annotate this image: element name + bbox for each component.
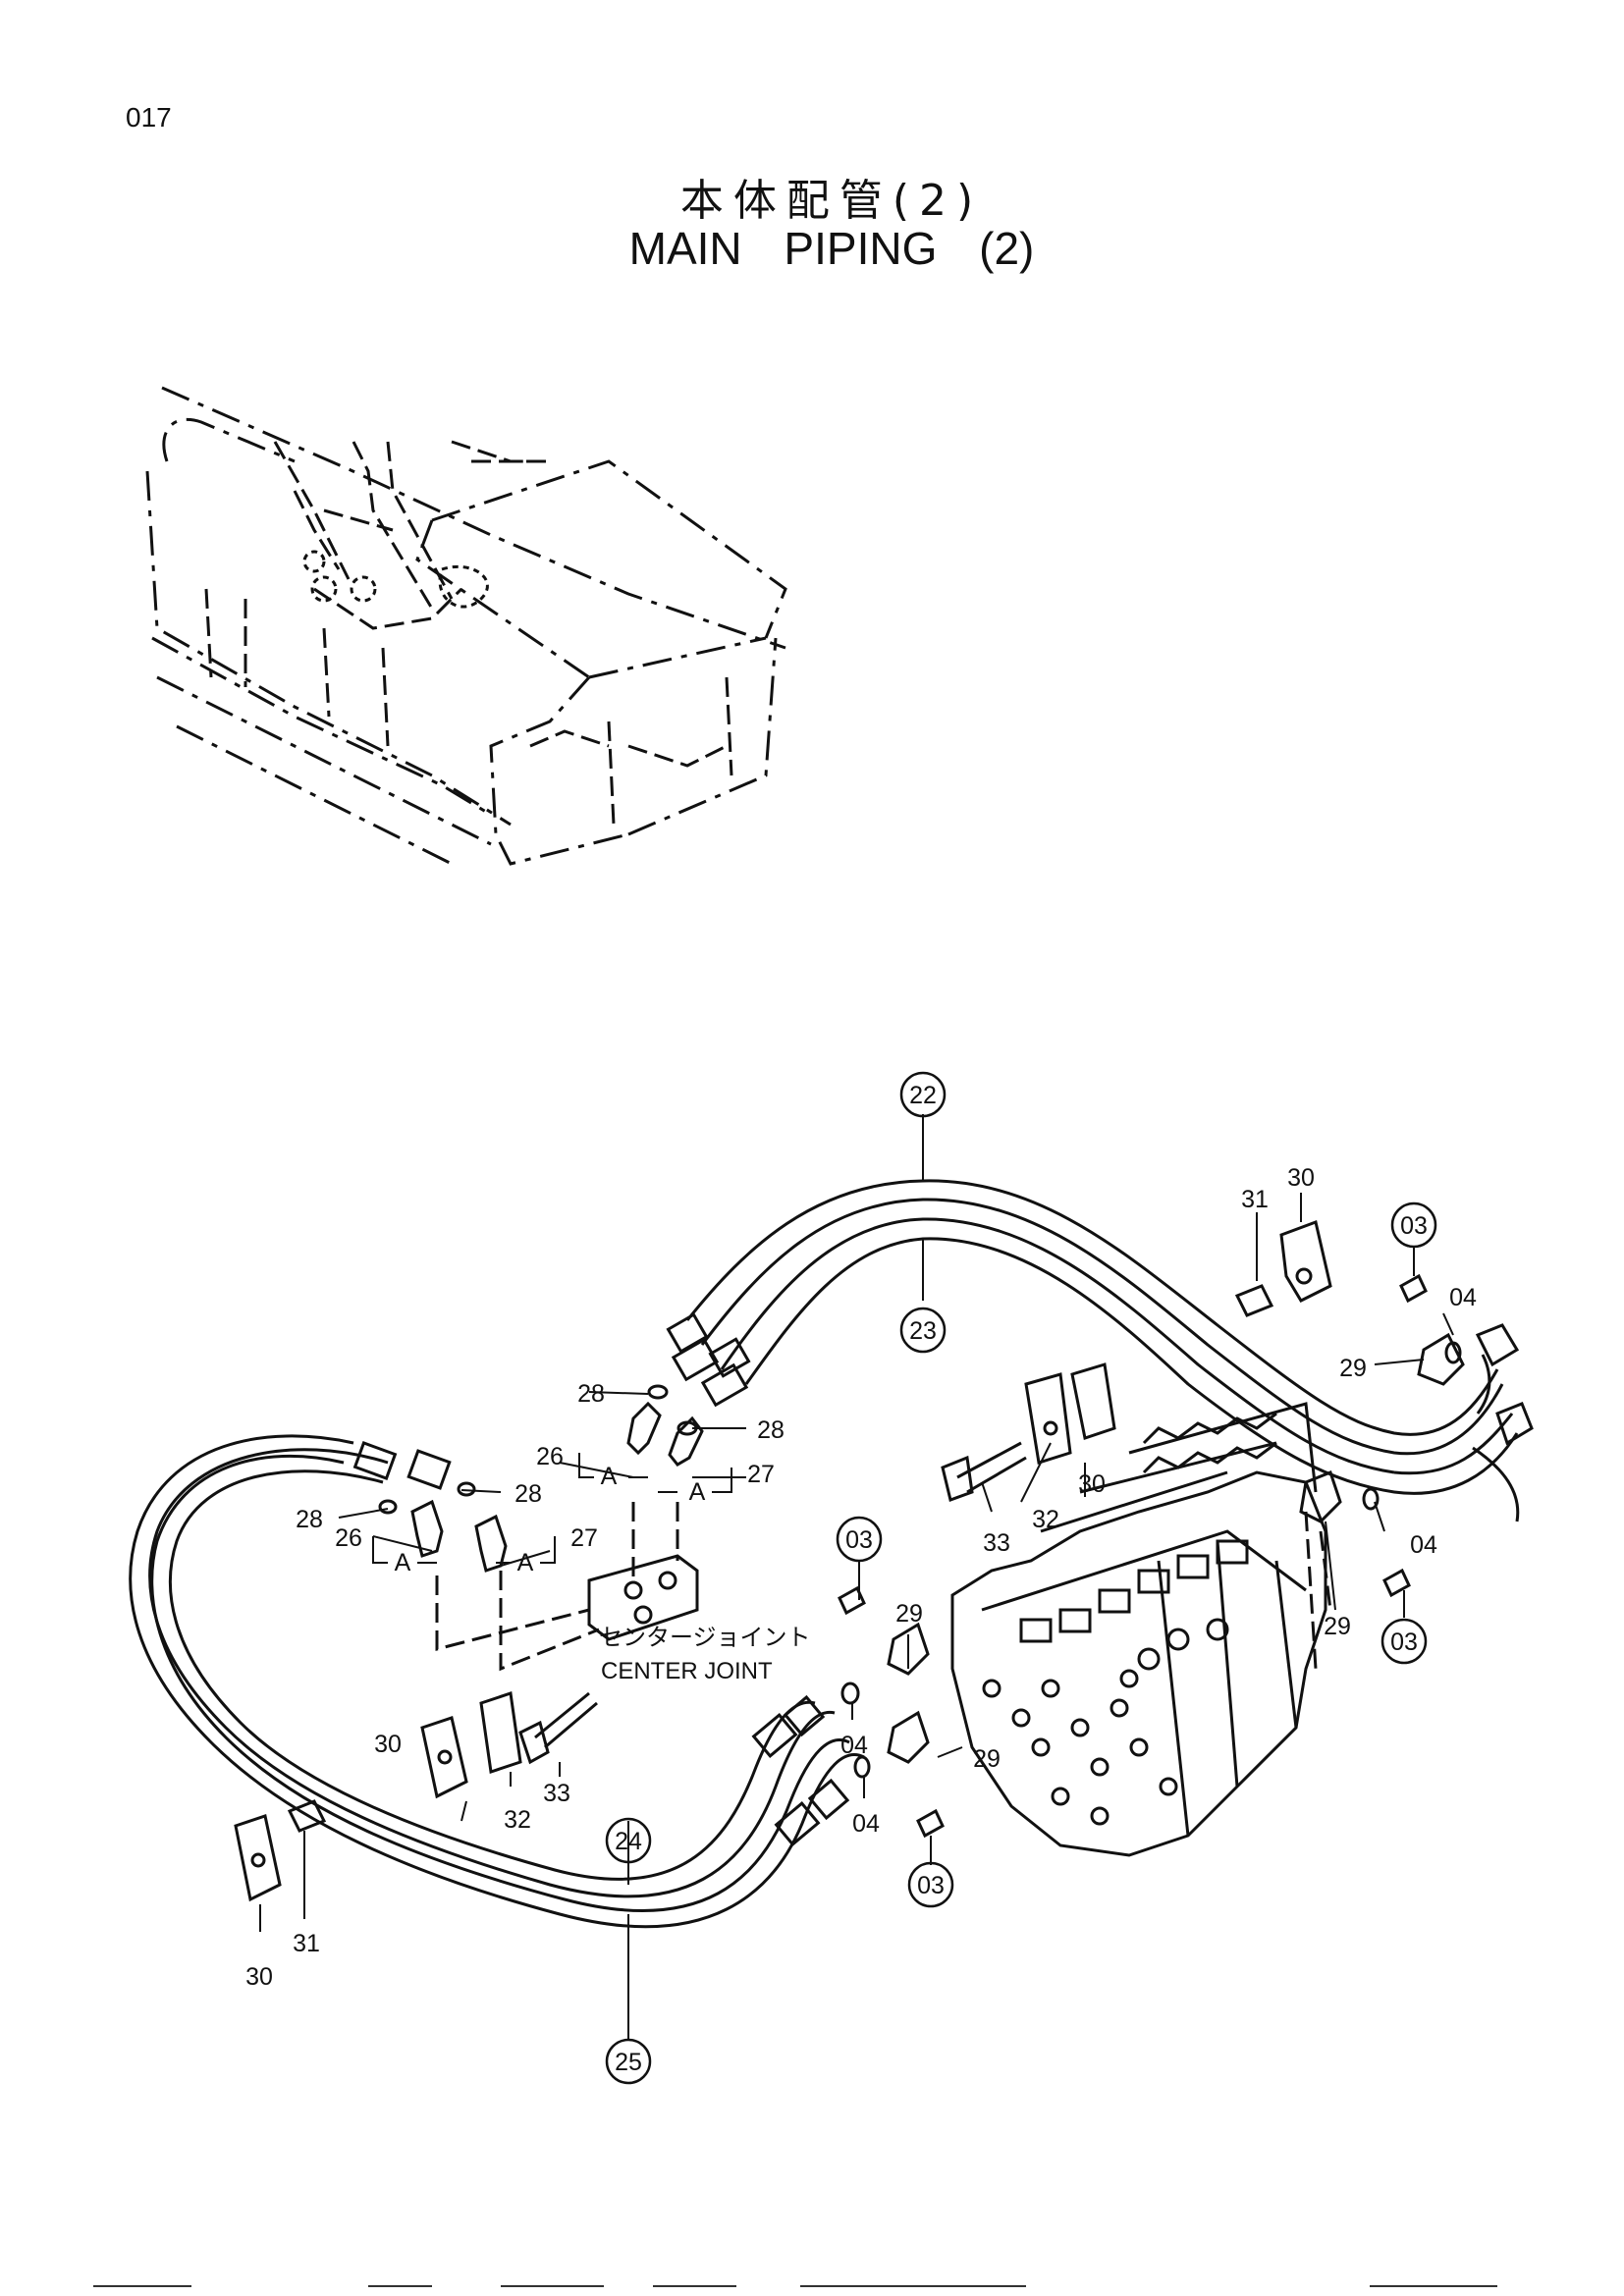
label-29-upper: 29 xyxy=(1339,1355,1367,1382)
label-04-lower: 04 xyxy=(852,1810,880,1838)
callout-03-right: 03 xyxy=(1390,1629,1418,1656)
view-a-label-3: A xyxy=(395,1549,411,1576)
hose-pair-22-23 xyxy=(685,1179,1520,1522)
label-29-right: 29 xyxy=(1324,1613,1351,1640)
label-30-mid: 30 xyxy=(1078,1470,1106,1498)
flanges-bolts-orings xyxy=(838,1273,1465,1839)
label-26-a: 26 xyxy=(536,1443,564,1470)
title-japanese: 本体配管(2) xyxy=(679,176,984,226)
view-a-label-4: A xyxy=(517,1549,534,1576)
lower-hose-fittings xyxy=(352,1441,850,1846)
footer-rule xyxy=(368,2285,432,2287)
label-31-lower: 31 xyxy=(293,1930,320,1957)
label-04-left: 04 xyxy=(840,1732,868,1759)
footer-rule xyxy=(653,2285,736,2287)
callout-03-left: 03 xyxy=(845,1526,873,1554)
center-joint-label-jp: センタージョイント xyxy=(599,1625,811,1651)
view-a-label-2: A xyxy=(689,1478,706,1506)
label-28-c: 28 xyxy=(514,1480,542,1508)
label-31-upper: 31 xyxy=(1241,1186,1269,1213)
label-04-right: 04 xyxy=(1410,1531,1437,1559)
label-33-upper: 33 xyxy=(983,1529,1010,1557)
center-joint-label-en: CENTER JOINT xyxy=(601,1658,773,1684)
label-30-lower-mid: 30 xyxy=(374,1731,402,1758)
label-29-left: 29 xyxy=(895,1600,923,1628)
callout-23: 23 xyxy=(909,1317,937,1345)
title-english: MAIN PIPING (2) xyxy=(628,223,1035,274)
footer-rule xyxy=(800,2285,1026,2287)
center-joint-part xyxy=(435,1502,699,1672)
view-a-markers xyxy=(372,1453,732,1564)
label-27-b: 27 xyxy=(570,1524,598,1552)
leader-lines xyxy=(259,1114,1454,2040)
label-30-upper: 30 xyxy=(1287,1164,1315,1192)
label-28-b: 28 xyxy=(757,1416,785,1444)
upper-hose-fittings xyxy=(666,1312,1534,1446)
callout-22: 22 xyxy=(909,1082,937,1109)
label-27-a: 27 xyxy=(747,1461,775,1488)
label-26-b: 26 xyxy=(335,1524,362,1552)
circled-callouts xyxy=(605,1071,1437,2085)
page-number: 017 xyxy=(126,102,172,133)
label-28-d: 28 xyxy=(296,1506,323,1533)
callout-24: 24 xyxy=(615,1828,642,1855)
control-valve-block xyxy=(950,1402,1332,1857)
footer-rule xyxy=(1370,2285,1497,2287)
label-30-lower: 30 xyxy=(245,1963,273,1991)
footer-rule xyxy=(93,2285,191,2287)
label-33-lower: 33 xyxy=(543,1780,570,1807)
clamps-plates-bolts xyxy=(234,1219,1332,1902)
elbow-fittings xyxy=(378,1384,704,1573)
callout-25: 25 xyxy=(615,2049,642,2076)
machine-overview-sketch xyxy=(145,386,787,866)
callout-03-upper: 03 xyxy=(1400,1212,1428,1240)
hose-pair-24-25 xyxy=(129,1434,865,1929)
label-32-upper: 32 xyxy=(1032,1506,1059,1533)
footer-rule xyxy=(501,2285,604,2287)
label-28-a: 28 xyxy=(577,1380,605,1408)
label-29-lower: 29 xyxy=(973,1745,1001,1773)
view-a-label-1: A xyxy=(601,1463,618,1490)
label-04-upper: 04 xyxy=(1449,1284,1477,1311)
label-32-lower: 32 xyxy=(504,1806,531,1834)
callout-03-lower: 03 xyxy=(917,1872,945,1899)
